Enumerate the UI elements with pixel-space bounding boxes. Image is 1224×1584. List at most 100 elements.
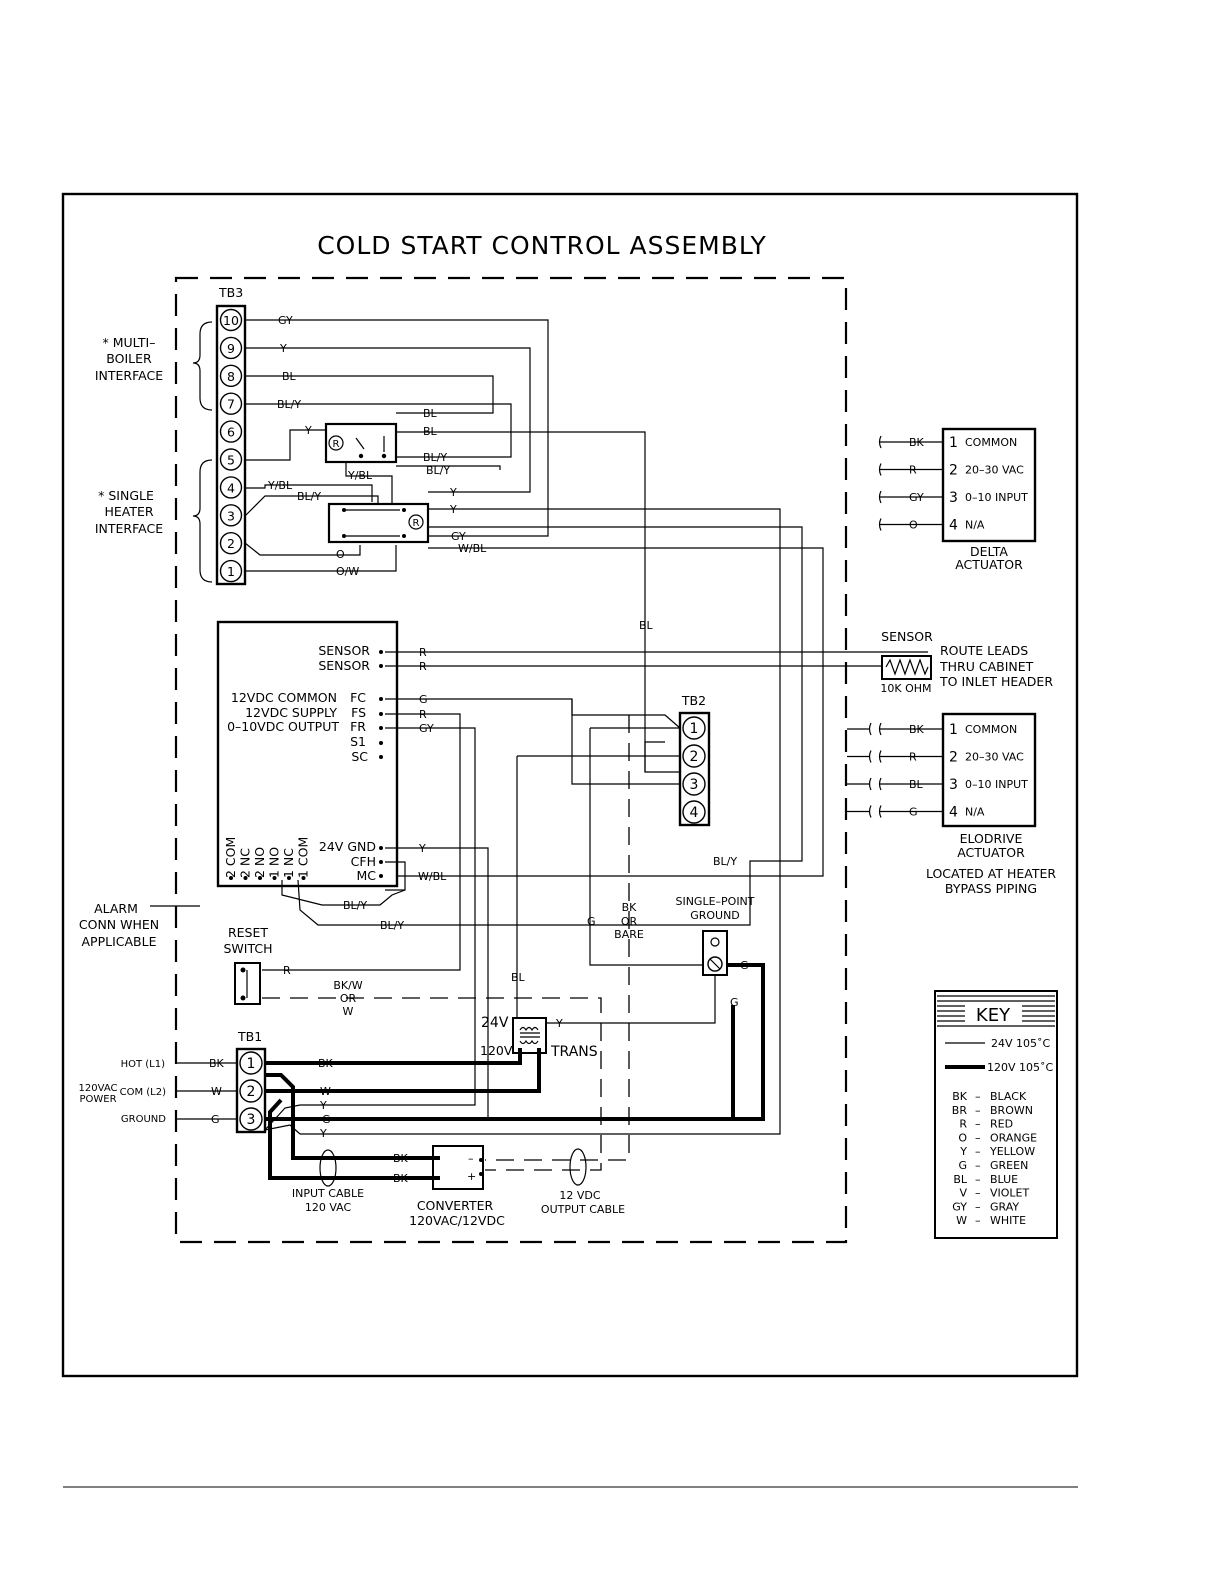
svg-text:BOILER: BOILER [106, 351, 152, 366]
svg-text:APPLICABLE: APPLICABLE [82, 934, 157, 949]
controller-terminal-dot [379, 712, 383, 716]
alarm-pin-label: 1 COM [296, 837, 311, 878]
alarm-label: ALARM CONN WHEN APPLICABLE [79, 901, 200, 949]
svg-text:BL/Y: BL/Y [713, 855, 737, 868]
tb2-terminal [682, 716, 706, 740]
elodrive-pin-name: N/A [965, 806, 985, 819]
delta-pin-name: 0–10 INPUT [965, 491, 1028, 504]
elodrive-pin-name: COMMON [965, 723, 1017, 736]
alarm-pin-label: 2 NO [252, 847, 267, 878]
svg-text:10K OHM: 10K OHM [880, 682, 931, 695]
wire-color-key: KEY 24V 105˚C 120V 105˚C BK–BLACKBR–BROW… [934, 990, 1058, 1239]
key-dash: – [975, 1187, 981, 1200]
tb2-terminal-number: 2 [690, 749, 699, 765]
svg-text:BL/Y: BL/Y [426, 464, 450, 477]
tb2-terminal-number: 4 [690, 805, 699, 821]
tb3-terminal-number: 3 [227, 508, 235, 523]
alarm-pin-dot [287, 876, 291, 880]
key-color-code: W [956, 1214, 967, 1227]
tb1-terminal [239, 1051, 263, 1075]
key-color-name: RED [990, 1118, 1013, 1131]
bk-bare-label: BK OR BARE [614, 901, 644, 941]
svg-text:W: W [211, 1085, 222, 1098]
key-color-code: G [958, 1159, 967, 1172]
svg-text:Y: Y [449, 503, 457, 516]
alarm-pin-dot [258, 876, 262, 880]
key-color-name: YELLOW [989, 1145, 1035, 1158]
tb2-terminal [682, 744, 706, 768]
svg-text:SWITCH: SWITCH [223, 941, 272, 956]
svg-text:BK/W: BK/W [333, 979, 362, 992]
reset-switch: RESET SWITCH [223, 925, 273, 1005]
svg-text:POWER: POWER [79, 1094, 116, 1105]
delta-lead-break [878, 463, 882, 476]
svg-text:24V 105˚C: 24V 105˚C [991, 1037, 1051, 1050]
tb3-terminal [219, 476, 243, 499]
key-color-code: GY [952, 1200, 967, 1213]
svg-text:Y: Y [555, 1017, 563, 1030]
svg-text:OR: OR [621, 915, 638, 928]
svg-text:0–10VDC OUTPUT: 0–10VDC OUTPUT [227, 719, 339, 734]
tb1-terminal [239, 1079, 263, 1103]
svg-text:GY: GY [419, 722, 434, 735]
key-dash: – [975, 1118, 981, 1131]
key-color-name: BROWN [990, 1104, 1033, 1117]
tb3-terminal-number: 8 [227, 369, 235, 384]
svg-text:G: G [419, 693, 428, 706]
tb1-terminal-number: 2 [247, 1084, 256, 1100]
svg-text:Y/BL: Y/BL [347, 469, 373, 482]
tb3-terminal [219, 448, 243, 471]
svg-text:BL: BL [639, 619, 654, 632]
svg-text:BK: BK [209, 1057, 225, 1070]
svg-text:SC: SC [351, 749, 368, 764]
tb3-terminal [219, 336, 243, 360]
alarm-pin-dot [301, 876, 306, 880]
relay-lower: R [327, 502, 430, 544]
key-dash: – [975, 1145, 981, 1158]
tb2-terminal-number: 3 [690, 777, 699, 793]
svg-text:FC: FC [350, 690, 366, 705]
svg-text:CONN WHEN: CONN WHEN [79, 917, 159, 932]
svg-text:BL/Y: BL/Y [423, 451, 447, 464]
elodrive-pin-name: 0–10 INPUT [965, 778, 1028, 791]
delta-pin-name: COMMON [965, 436, 1017, 449]
relay-upper: R [324, 422, 398, 464]
tb3-terminal [219, 504, 243, 527]
elodrive-pin-number: 3 [949, 777, 958, 793]
delta-pin-number: 1 [949, 435, 958, 451]
svg-text:ACTUATOR: ACTUATOR [955, 557, 1023, 572]
svg-text:BYPASS PIPING: BYPASS PIPING [945, 881, 1037, 896]
svg-text:* SINGLE: * SINGLE [98, 488, 154, 503]
key-color-name: BLUE [990, 1173, 1018, 1186]
svg-text:HEATER: HEATER [104, 504, 153, 519]
elodrive-wire-code: G [909, 806, 918, 819]
tb3-terminal [219, 392, 243, 415]
tb1-terminal-number: 3 [247, 1112, 256, 1128]
converter: – + CONVERTER 120VAC/12VDC [409, 1145, 505, 1228]
svg-text:BL: BL [282, 370, 297, 383]
controller-terminal-dot [379, 846, 383, 850]
svg-text:120V: 120V [480, 1043, 513, 1058]
svg-text:12VDC COMMON: 12VDC COMMON [231, 690, 337, 705]
svg-text:–: – [468, 1152, 474, 1165]
tb1-incoming-wires: BK W G [176, 1057, 237, 1126]
tb3-terminal-number: 9 [227, 341, 235, 356]
key-color-code: V [959, 1187, 967, 1200]
svg-text:SENSOR: SENSOR [318, 658, 370, 673]
key-color-name: WHITE [990, 1214, 1026, 1227]
key-color-code: Y [959, 1145, 967, 1158]
svg-text:FR: FR [350, 719, 366, 734]
line-voltage-wiring: BK W G G G Y Y BK BK [264, 959, 765, 1185]
svg-text:GY: GY [451, 530, 466, 543]
reset-wire-label: BK/W OR W [333, 979, 362, 1018]
svg-text:INPUT CABLE: INPUT CABLE [292, 1187, 364, 1200]
svg-text:W/BL: W/BL [458, 542, 487, 555]
key-dash: – [975, 1159, 981, 1172]
output-cable-label: 12 VDC OUTPUT CABLE [541, 1189, 625, 1216]
controller-terminal-dot [379, 664, 383, 668]
svg-text:BL/Y: BL/Y [277, 398, 301, 411]
svg-text:Y/BL: Y/BL [267, 479, 293, 492]
controller-terminal-dot [379, 860, 383, 864]
